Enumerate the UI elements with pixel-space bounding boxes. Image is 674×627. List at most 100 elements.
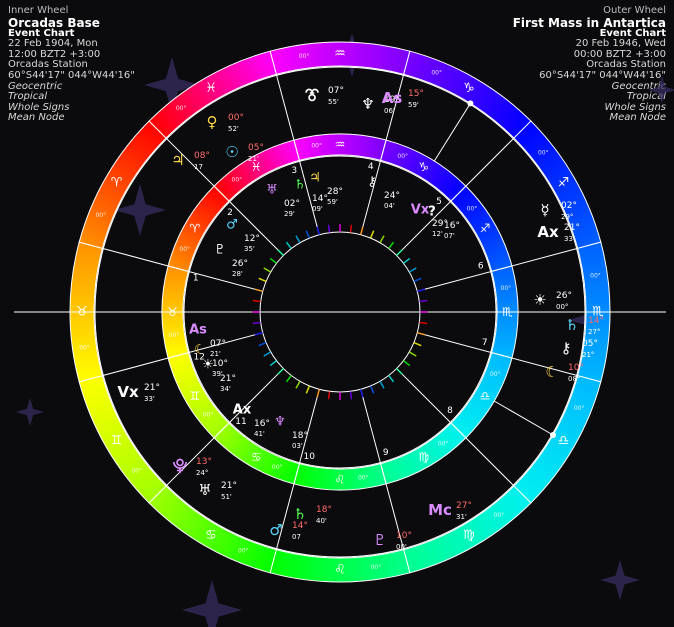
sign-glyph-icon: ♍ xyxy=(463,528,475,543)
star-icon xyxy=(600,560,640,600)
planet-minute: 17 xyxy=(194,163,203,171)
outer-planet-label: ⯓13°24° xyxy=(173,457,212,477)
outer-planet-label: ♄18°40' xyxy=(293,505,332,525)
degree-tick xyxy=(369,385,375,394)
degree-tick xyxy=(349,391,353,400)
planet-glyph-icon: ♂ xyxy=(269,521,282,539)
degree-tick xyxy=(379,380,385,389)
star-icon xyxy=(182,580,242,627)
outer-wheel-date: 20 Feb 1946, Wed xyxy=(575,38,666,50)
sign-glyph-icon: ♌ xyxy=(334,563,346,578)
ring-degree-tick: 00° xyxy=(311,143,322,150)
inner-wheel-title: Orcadas Base xyxy=(8,15,100,30)
star-icon xyxy=(16,398,44,426)
planet-glyph-icon: ☀ xyxy=(202,358,214,373)
planet-minute: 24° xyxy=(196,469,208,477)
outer-wheel-coords: 60°S44'17" 044°W44'16" xyxy=(539,69,666,81)
planet-degree: 29° xyxy=(432,219,448,229)
sign-glyph-icon: ♋ xyxy=(205,528,217,543)
degree-tick xyxy=(413,341,422,347)
degree-tick xyxy=(327,391,331,400)
ring-degree-tick: 00° xyxy=(203,412,214,419)
planet-glyph-icon: ♅ xyxy=(266,183,278,198)
sign-glyph-icon: ♎ xyxy=(558,434,570,449)
planet-degree: 15° xyxy=(408,89,424,99)
planet-degree: 16° xyxy=(444,221,460,231)
planet-degree: 21° xyxy=(220,374,236,384)
ring-degree-tick: 00° xyxy=(467,205,478,212)
desc-arrow-icon xyxy=(550,432,557,438)
degree-tick xyxy=(408,267,417,273)
degree-tick xyxy=(403,360,411,367)
inner-wheel-setting: Mean Node xyxy=(8,112,65,124)
planet-degree: 26° xyxy=(232,259,248,269)
outer-planet-label: ♀00°52' xyxy=(207,113,244,133)
outer-ring-sign-segment xyxy=(148,50,277,139)
planet-minute: 52' xyxy=(228,125,239,133)
house-number: 8 xyxy=(447,406,453,416)
planet-glyph-icon: ☀ xyxy=(533,291,546,309)
planet-minute: 29' xyxy=(284,210,295,218)
inner-wheel-coords: 60°S44'17" 044°W44'16" xyxy=(8,69,135,81)
outer-planet-label: ♄14°27° xyxy=(565,316,604,336)
ring-degree-tick: 00° xyxy=(490,371,501,378)
inner-planet-label: ♆18°03' xyxy=(274,415,308,451)
planet-glyph-icon: ♃ xyxy=(171,151,184,169)
planet-glyph-icon: ♇ xyxy=(373,531,386,549)
planet-degree: 21° xyxy=(564,223,580,233)
sign-glyph-icon: ♍ xyxy=(418,450,429,464)
house-number: 3 xyxy=(291,166,297,176)
planet-glyph-icon: ♇ xyxy=(214,243,226,258)
degree-tick xyxy=(295,235,301,244)
ring-degree-tick: 00° xyxy=(79,344,90,351)
outer-wheel-info: Outer Wheel First Mass in Antartica Even… xyxy=(513,5,666,124)
planet-degree: 19° xyxy=(384,95,400,105)
sign-glyph-icon: ♈ xyxy=(111,176,123,191)
ring-degree-tick: 00° xyxy=(131,467,142,474)
ring-degree-tick: 00° xyxy=(176,105,187,112)
star-icon xyxy=(648,76,674,104)
sign-glyph-icon: ♊ xyxy=(111,434,123,449)
outer-wheel-setting: Mean Node xyxy=(609,112,666,124)
sign-glyph-icon: ♑ xyxy=(418,160,429,174)
degree-tick xyxy=(252,299,261,303)
planet-minute: 09' xyxy=(312,205,323,213)
outer-ring-sign-segment xyxy=(403,485,532,574)
planet-degree: 02° xyxy=(561,201,577,211)
planet-glyph-icon: ♂ xyxy=(226,218,238,233)
degree-tick xyxy=(263,267,272,273)
planet-minute: 33' xyxy=(564,235,575,243)
planet-degree: 07° xyxy=(210,339,226,349)
outer-wheel-header: Outer Wheel xyxy=(603,5,666,16)
inner-wheel-date: 22 Feb 1904, Mon xyxy=(8,38,98,50)
house-cusp-line xyxy=(417,332,578,377)
house-cusp-line xyxy=(396,368,515,487)
planet-minute: 21° xyxy=(582,351,594,359)
planet-minute: 35' xyxy=(244,245,255,253)
outer-planet-label: ☉05°21' xyxy=(225,143,264,163)
house-cusp-line xyxy=(360,389,405,550)
planet-degree: 16° xyxy=(254,419,270,429)
planet-glyph-icon: ♀ xyxy=(207,113,218,131)
outer-ring-sign-segment xyxy=(403,50,532,139)
inner-wheel-header: Inner Wheel xyxy=(8,5,69,16)
inner-wheel-location: Orcadas Station xyxy=(8,59,88,71)
star-icon xyxy=(144,57,200,113)
ring-degree-tick: 00° xyxy=(238,548,249,555)
planet-degree: 18° xyxy=(292,431,308,441)
degree-tick xyxy=(285,241,292,249)
planet-degree: 14° xyxy=(312,194,328,204)
degree-tick xyxy=(359,226,364,235)
ring-degree-tick: 00° xyxy=(299,53,310,60)
degree-tick xyxy=(388,375,395,383)
inner-planet-label: ☾10°39' xyxy=(194,343,228,379)
planet-minute: 59' xyxy=(408,101,419,109)
sign-glyph-icon: ♓ xyxy=(205,81,217,96)
planet-glyph-icon: Vx xyxy=(117,383,139,401)
house-number: 4 xyxy=(368,162,374,172)
